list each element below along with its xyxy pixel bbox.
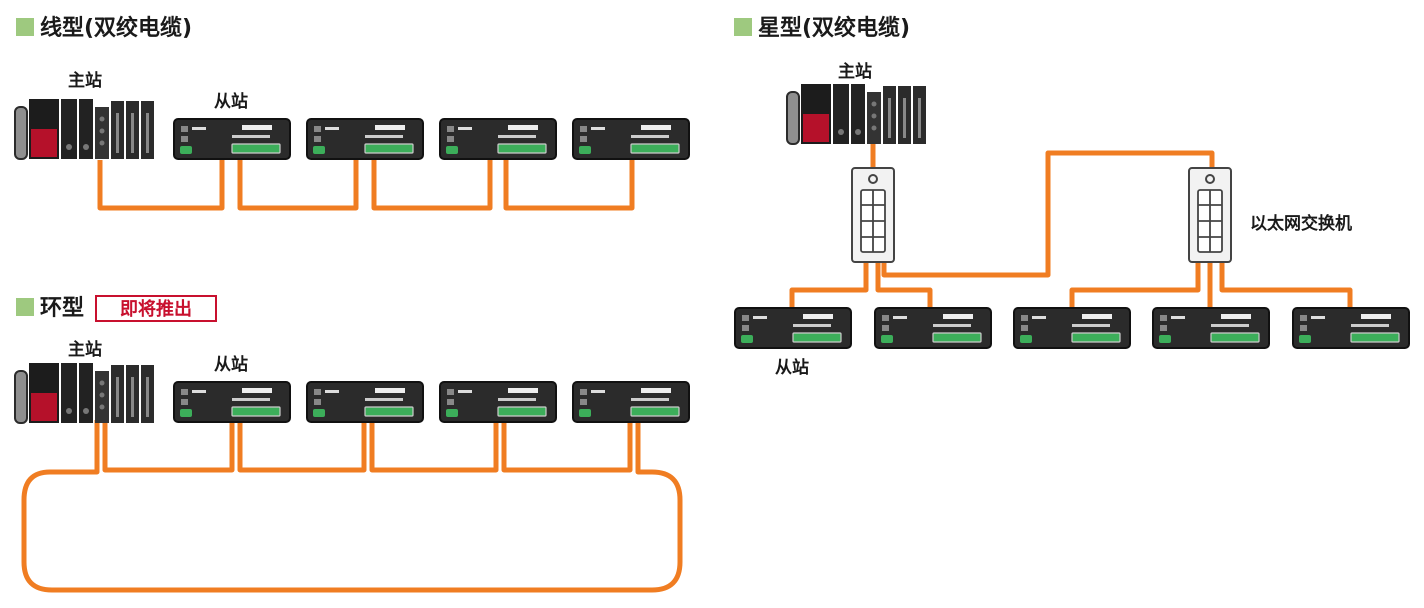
section-marker <box>16 298 34 316</box>
section-marker <box>16 18 34 36</box>
star-topology-title: 星型(双绞电缆) <box>758 15 910 41</box>
ethernet-switch-icon <box>851 167 895 263</box>
remote-io-slave-icon <box>1013 307 1131 349</box>
ring-topology-section: 环型 即将推出 主站 从站 <box>14 295 690 593</box>
coming-soon-badge <box>95 295 217 322</box>
ring-topology-title: 环型 <box>40 296 84 321</box>
plc-master-icon <box>14 362 155 424</box>
line-topology-section: 线型(双绞电缆) 主站 从站 <box>14 15 690 211</box>
plc-master-icon <box>786 83 927 145</box>
slave-label: 从站 <box>214 354 248 375</box>
line-topology-title: 线型(双绞电缆) <box>40 15 192 41</box>
star-cables <box>789 144 1353 308</box>
master-label: 主站 <box>68 339 102 360</box>
remote-io-slave-icon <box>572 381 690 423</box>
remote-io-slave-icon <box>439 381 557 423</box>
remote-io-slave-icon <box>306 118 424 160</box>
ring-cables <box>21 420 683 593</box>
section-marker <box>734 18 752 36</box>
remote-io-slave-icon <box>874 307 992 349</box>
remote-io-slave-icon <box>173 118 291 160</box>
master-label: 主站 <box>68 70 102 91</box>
remote-io-slave-icon <box>173 381 291 423</box>
line-cables <box>97 160 635 211</box>
slave-label: 从站 <box>214 91 248 112</box>
slave-label: 从站 <box>775 357 809 378</box>
remote-io-slave-icon <box>439 118 557 160</box>
remote-io-slave-icon <box>572 118 690 160</box>
plc-master-icon <box>14 98 155 160</box>
remote-io-slave-icon <box>1152 307 1270 349</box>
ethernet-switch-icon <box>1188 167 1232 263</box>
master-label: 主站 <box>838 61 872 82</box>
star-topology-section: 星型(双绞电缆) 主站 以太网交换机 从站 <box>734 15 1410 378</box>
ethernet-switch-label: 以太网交换机 <box>1250 213 1352 234</box>
remote-io-slave-icon <box>306 381 424 423</box>
remote-io-slave-icon <box>1292 307 1410 349</box>
remote-io-slave-icon <box>734 307 852 349</box>
coming-soon-badge-text: 即将推出 <box>120 298 192 320</box>
